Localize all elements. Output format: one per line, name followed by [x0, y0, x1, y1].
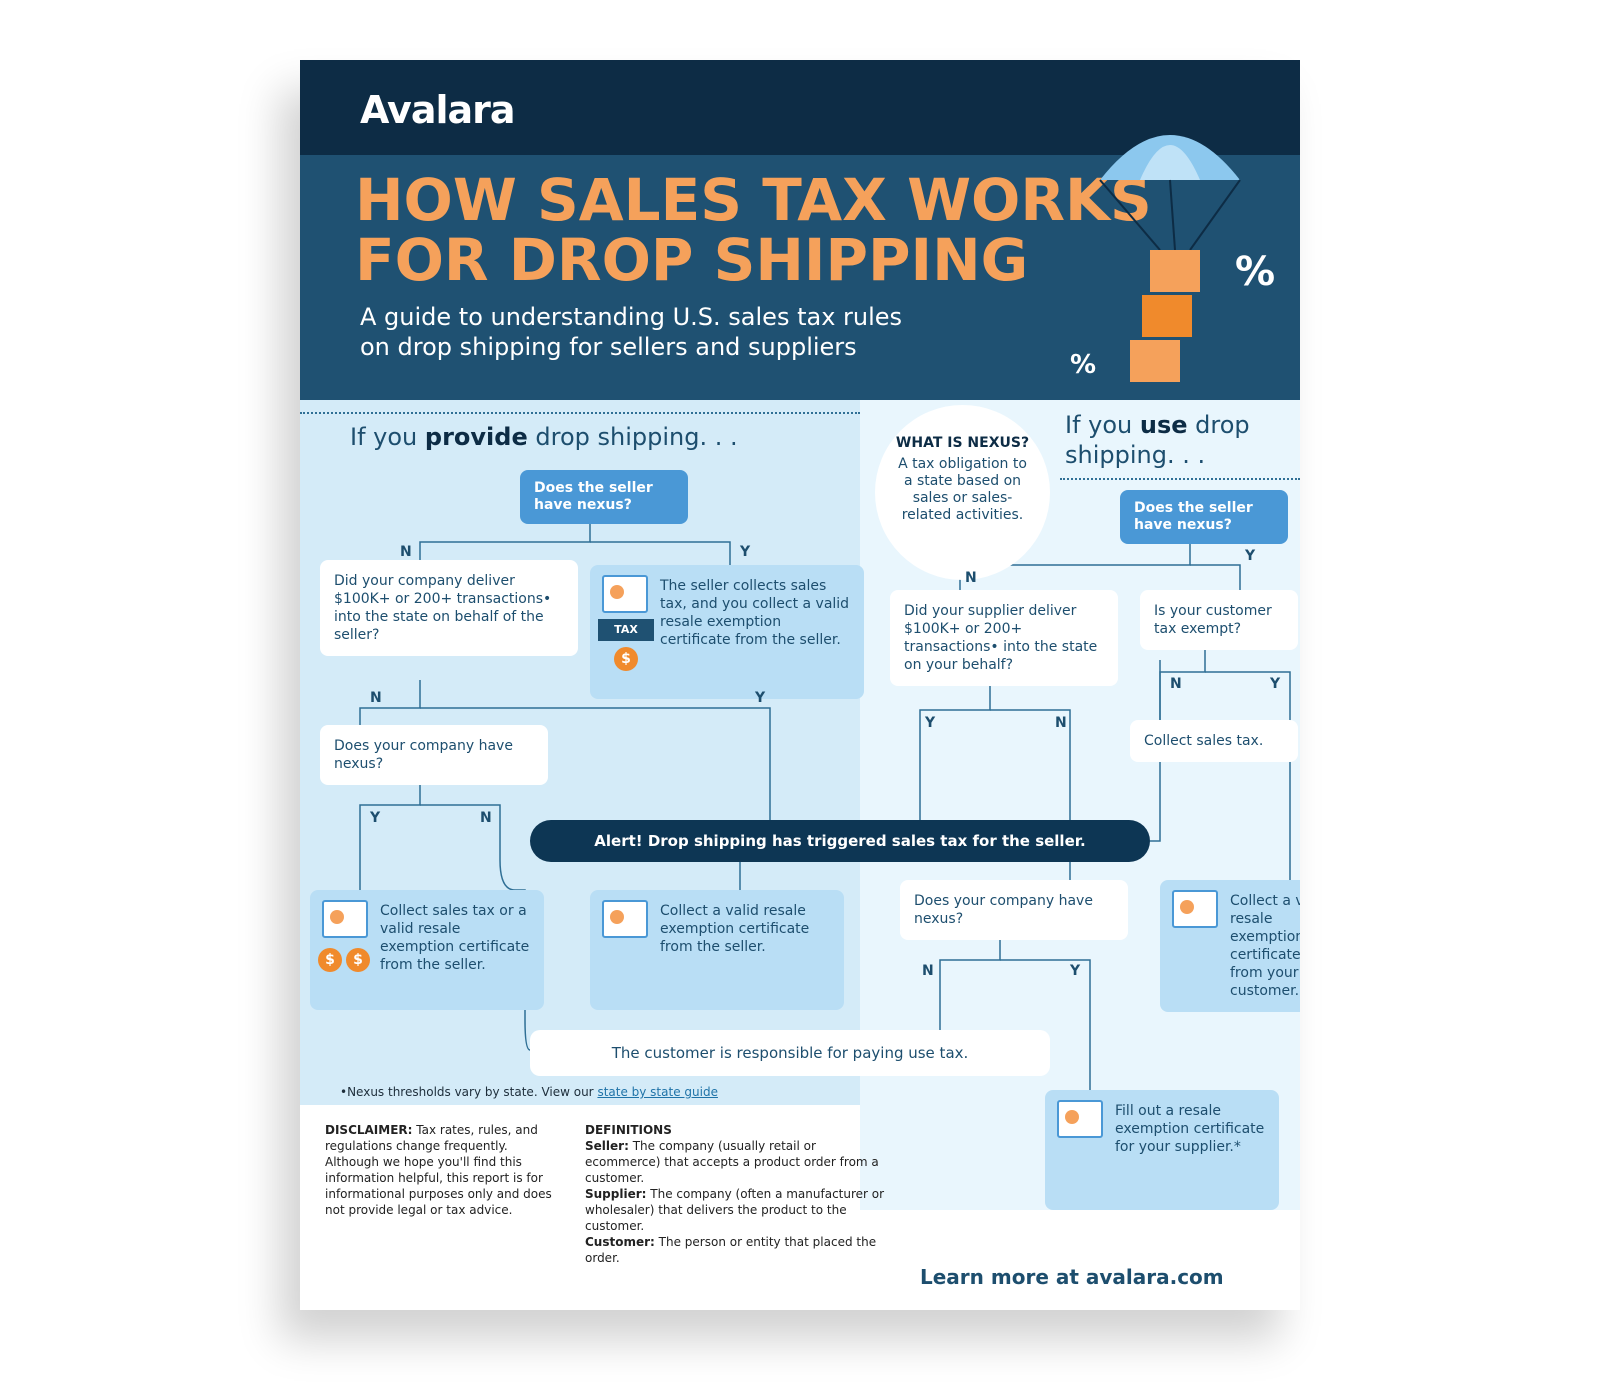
company-deliver-question: Did your company deliver $100K+ or 200+ …: [320, 560, 578, 656]
no-label: N: [1055, 715, 1067, 731]
collect-tax-or-cert-box: $ $ Collect sales tax or a valid resale …: [310, 890, 544, 1010]
percent-icon: %: [1070, 350, 1097, 380]
no-label: N: [965, 570, 977, 586]
yes-label: Y: [1245, 548, 1256, 564]
no-label: N: [1170, 676, 1182, 692]
coin-icon: $: [346, 948, 370, 972]
nexus-title: WHAT IS NEXUS?: [895, 435, 1030, 451]
company-nexus-question: Does your company have nexus?: [320, 725, 548, 785]
nexus-text: A tax obligation to a state based on sal…: [898, 456, 1027, 523]
collect-cert-box: Collect a valid resale exemption certifi…: [590, 890, 844, 1010]
certificate-icon: [1172, 890, 1218, 928]
certificate-icon: [322, 900, 368, 938]
collect-cert-customer-box: Collect a valid resale exemption certifi…: [1160, 880, 1300, 1012]
certificate-icon: [602, 900, 648, 938]
certificate-icon: [602, 575, 648, 613]
parachute-boxes-illustration: [1099, 135, 1241, 382]
no-label: N: [922, 963, 934, 979]
yes-label: Y: [1070, 963, 1081, 979]
top-band: [300, 60, 1300, 155]
footnote: •Nexus thresholds vary by state. View ou…: [340, 1085, 718, 1099]
use-heading: If you use drop shipping. . .: [1065, 411, 1250, 469]
alert-banner: Alert! Drop shipping has triggered sales…: [530, 820, 1150, 862]
disclaimer: DISCLAIMER: Tax rates, rules, and regula…: [325, 1123, 552, 1217]
definitions: DEFINITIONS Seller: The company (usually…: [585, 1123, 885, 1265]
yes-label: Y: [755, 690, 766, 706]
yes-label: Y: [1270, 676, 1281, 692]
yes-label: Y: [925, 715, 936, 731]
nexus-definition: WHAT IS NEXUS? A tax obligation to a sta…: [875, 405, 1050, 580]
page-title: HOW SALES TAX WORKS FOR DROP SHIPPING: [355, 166, 1152, 294]
tax-store-icon: TAX: [598, 619, 654, 641]
coin-icon: $: [614, 647, 638, 671]
subtitle: A guide to understanding U.S. sales tax …: [360, 303, 903, 361]
seller-nexus-question: Does the seller have nexus?: [1120, 490, 1288, 544]
coin-icon: $: [318, 948, 342, 972]
company-nexus-question-use: Does your company have nexus?: [900, 880, 1128, 940]
divider: [300, 412, 860, 414]
supplier-deliver-question: Did your supplier deliver $100K+ or 200+…: [890, 590, 1118, 686]
certificate-icon: [1057, 1100, 1103, 1138]
yes-label: Y: [370, 810, 381, 826]
no-label: N: [400, 544, 412, 560]
provide-heading: If you provide drop shipping. . .: [350, 423, 738, 451]
seller-collects-box: TAX $ The seller collects sales tax, and…: [590, 565, 864, 699]
customer-exempt-question: Is your customer tax exempt?: [1140, 590, 1298, 650]
flyer-sheet: Avalara HOW SALES TAX WORKS FOR DROP SHI…: [300, 60, 1300, 1310]
avalara-logo: Avalara: [360, 88, 516, 132]
no-label: N: [370, 690, 382, 706]
customer-responsible-bar: The customer is responsible for paying u…: [530, 1030, 1050, 1076]
seller-nexus-question: Does the seller have nexus?: [520, 470, 688, 524]
no-label: N: [480, 810, 492, 826]
divider: [1060, 478, 1300, 480]
state-guide-link[interactable]: state by state guide: [597, 1085, 718, 1099]
learn-more-link[interactable]: Learn more at avalara.com: [920, 1265, 1224, 1289]
fill-out-cert-box: Fill out a resale exemption certificate …: [1045, 1090, 1279, 1210]
collect-tax-box: Collect sales tax.: [1130, 720, 1298, 762]
percent-icon: %: [1235, 249, 1276, 295]
yes-label: Y: [740, 544, 751, 560]
